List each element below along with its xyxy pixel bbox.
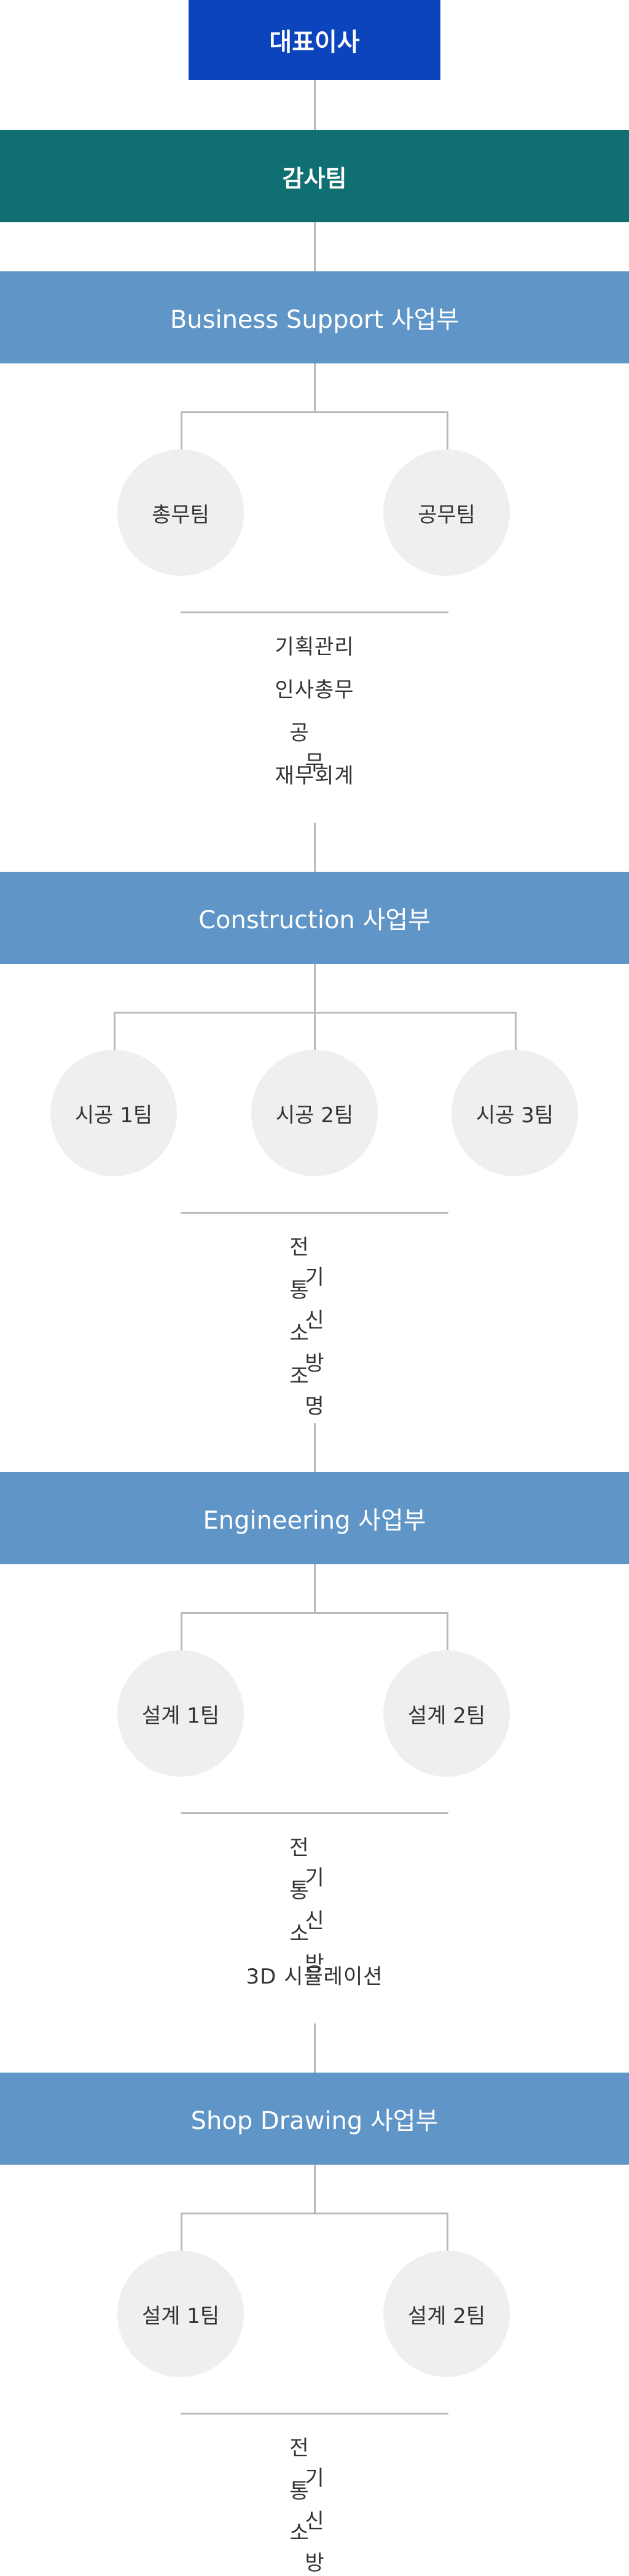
audit-team-box: 감사팀 (0, 130, 629, 222)
duty-item: 전 기 (253, 1230, 376, 1290)
ceo-box: 대표이사 (189, 0, 440, 80)
division-business-support: Business Support 사업부 (0, 271, 629, 363)
connector (447, 411, 448, 451)
duty-item: 전 기 (253, 2431, 376, 2491)
duty-item-text: 소 방 (289, 2521, 355, 2575)
duty-item-text: 조 명 (289, 1364, 355, 1419)
duty-divider (181, 611, 448, 613)
duty-item: 재무회계 (275, 764, 354, 788)
connector (314, 2023, 316, 2073)
team-circle: 시공 2팀 (251, 1050, 378, 1176)
connector (181, 2213, 448, 2214)
team-circle: 시공 1팀 (50, 1050, 177, 1176)
connector (181, 1612, 182, 1651)
team-circle: 설계 1팀 (117, 1650, 244, 1777)
duty-item: 통 신 (253, 1874, 376, 1934)
connector (515, 1012, 517, 1051)
connector (181, 411, 182, 451)
duty-divider (181, 1812, 448, 1814)
team-circle: 시공 3팀 (451, 1050, 578, 1176)
team-circle: 설계 2팀 (383, 1650, 510, 1777)
duty-item: 조 명 (253, 1359, 376, 1419)
team-circle: 총무팀 (117, 449, 244, 576)
duty-divider (181, 1212, 448, 1214)
duty-item-text: 전 기 (289, 1235, 355, 1290)
duty-item: 소 방 (253, 2516, 376, 2576)
connector (314, 1423, 316, 1472)
duty-item-text: 공 무 (289, 721, 355, 775)
duty-item: 전 기 (253, 1831, 376, 1891)
duty-item-text: 소 방 (289, 1321, 355, 1376)
duty-item-text: 통 신 (289, 1278, 355, 1333)
duty-item-text: 전 기 (289, 1836, 355, 1890)
connector (314, 1012, 316, 1051)
duty-item-text: 소 방 (289, 1922, 355, 1976)
connector (314, 1564, 316, 1613)
duty-item: 통 신 (253, 2474, 376, 2534)
duty-item: 인사총무 (275, 678, 354, 702)
connector (181, 2213, 182, 2252)
connector (314, 363, 316, 413)
duty-item-text: 통 신 (289, 2479, 355, 2534)
connector-audit-bs (314, 222, 316, 271)
connector (181, 411, 448, 413)
connector (114, 1012, 115, 1051)
division-shop-drawing: Shop Drawing 사업부 (0, 2073, 629, 2165)
division-engineering: Engineering 사업부 (0, 1472, 629, 1564)
connector (314, 823, 316, 872)
duty-divider (181, 2413, 448, 2415)
connector (314, 964, 316, 1013)
duty-item: 통 신 (253, 1273, 376, 1333)
connector (181, 1612, 448, 1614)
connector (314, 2165, 316, 2214)
team-circle: 설계 2팀 (383, 2251, 510, 2377)
duty-item: 소 방 (253, 1316, 376, 1376)
connector (447, 1612, 448, 1651)
team-circle: 설계 1팀 (117, 2251, 244, 2377)
duty-item: 공 무 (253, 716, 376, 776)
duty-item-text: 전 기 (289, 2436, 355, 2491)
connector-ceo-audit (314, 80, 316, 130)
duty-item: 3D 시뮬레이션 (246, 1965, 383, 1989)
duty-item-text: 통 신 (289, 1879, 355, 1933)
duty-item: 기획관리 (275, 635, 354, 659)
division-construction: Construction 사업부 (0, 872, 629, 964)
connector (447, 2213, 448, 2252)
team-circle: 공무팀 (383, 449, 510, 576)
duty-item: 소 방 (253, 1917, 376, 1977)
